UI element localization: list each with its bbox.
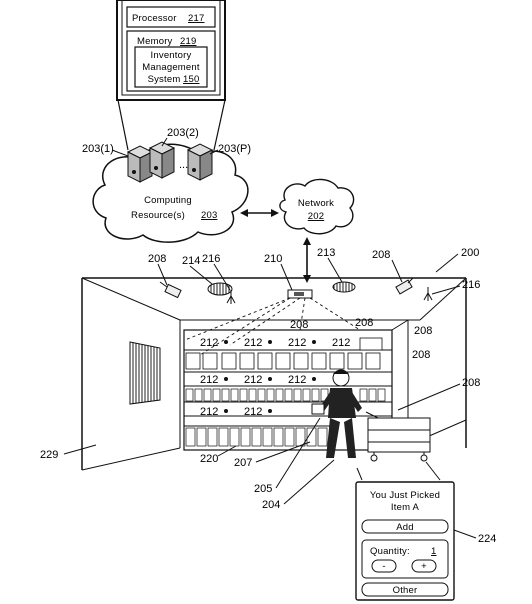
device-panel: You Just Picked Item A Add Quantity: 1 -…	[355, 481, 455, 601]
ref-212: 212	[200, 337, 218, 349]
processor-label: Processor	[132, 13, 177, 24]
user-figure	[311, 369, 362, 458]
bidirectional-arrow-vertical	[303, 237, 311, 283]
device-lead-line	[356, 467, 363, 481]
light-fixture-icon	[332, 281, 356, 293]
ref-212: 212	[200, 406, 218, 418]
ref-204: 204	[262, 499, 280, 511]
ref-212: 212	[244, 406, 262, 418]
computing-resources-cloud: ... 203(1) 203(2) 203(P) Computing Resou…	[82, 127, 251, 243]
server-label-p: 203(P)	[218, 143, 251, 155]
ims-line1: Inventory	[151, 50, 192, 61]
quantity-label: Quantity:	[370, 546, 410, 557]
ref-216: 216	[202, 253, 220, 265]
ref-212: 212	[332, 337, 350, 349]
antenna-icon	[226, 290, 236, 304]
picked-item	[311, 403, 325, 415]
ref-212: 212	[244, 374, 262, 386]
computing-line1: Computing	[144, 195, 192, 206]
ref-208: 208	[412, 349, 430, 361]
other-button-label: Other	[393, 585, 418, 596]
ref-224: 224	[478, 533, 496, 545]
ref-216: 216	[462, 279, 480, 291]
device-title-line1: You Just Picked	[370, 490, 440, 501]
other-button[interactable]: Other	[361, 582, 449, 597]
server-box: Processor 217 Memory 219 Inventory Manag…	[116, 0, 226, 151]
ref-208: 208	[372, 249, 390, 261]
ref-212: 212	[288, 337, 306, 349]
ims-line3: System	[148, 74, 181, 85]
ims-ref: 150	[183, 74, 199, 85]
decrement-label: -	[382, 561, 385, 572]
ref-208: 208	[462, 377, 480, 389]
reference-numerals: 208 214 216 210 213 208 200 216 208 208 …	[40, 247, 496, 545]
ref-212: 212	[200, 374, 218, 386]
bidirectional-arrow-horizontal	[240, 209, 279, 217]
network-label: Network	[298, 198, 334, 209]
ref-210: 210	[264, 253, 282, 265]
server-label-2: 203(2)	[167, 127, 199, 139]
computing-ref: 203	[201, 210, 217, 221]
ref-200: 200	[461, 247, 479, 259]
ref-213: 213	[317, 247, 335, 259]
quantity-value[interactable]: 1	[431, 546, 436, 557]
server-icon	[186, 143, 214, 181]
hatched-door	[129, 341, 161, 405]
ref-212: 212	[288, 374, 306, 386]
add-button-label: Add	[396, 522, 414, 533]
servers-ellipsis: ...	[179, 159, 188, 171]
memory-ref: 219	[180, 36, 196, 47]
ims-line2: Management	[142, 62, 200, 73]
decrement-button[interactable]: -	[371, 559, 397, 573]
ref-208: 208	[414, 325, 432, 337]
ref-212: 212	[244, 337, 262, 349]
camera-icon	[159, 281, 182, 299]
memory-label: Memory	[137, 36, 173, 47]
processor-ref: 217	[188, 13, 204, 24]
ref-208: 208	[355, 317, 373, 329]
network-ref: 202	[308, 211, 324, 222]
light-fixture-icon	[207, 282, 233, 296]
ref-205: 205	[254, 483, 272, 495]
ref-207: 207	[234, 457, 252, 469]
increment-label: +	[421, 561, 427, 572]
ref-208: 208	[148, 253, 166, 265]
cart-icon	[365, 411, 431, 462]
ref-220: 220	[200, 453, 218, 465]
ref-214: 214	[182, 255, 200, 267]
sensor-field-lines	[184, 297, 361, 356]
device-title-line2: Item A	[391, 502, 420, 513]
increment-button[interactable]: +	[411, 559, 437, 573]
server-label-1: 203(1)	[82, 143, 114, 155]
ref-229: 229	[40, 449, 58, 461]
add-button[interactable]: Add	[361, 519, 449, 534]
expansion-line-left	[117, 99, 129, 151]
device-lead-line	[425, 461, 441, 481]
camera-icon	[395, 277, 414, 295]
computing-line2: Resource(s)	[131, 210, 185, 221]
server-icon	[148, 141, 176, 179]
server-icon	[126, 145, 154, 183]
expansion-line-right	[213, 99, 226, 151]
network-cloud: Network 202	[279, 178, 355, 235]
ref-208: 208	[290, 319, 308, 331]
antenna-icon	[423, 287, 433, 301]
facility-room	[81, 277, 467, 471]
